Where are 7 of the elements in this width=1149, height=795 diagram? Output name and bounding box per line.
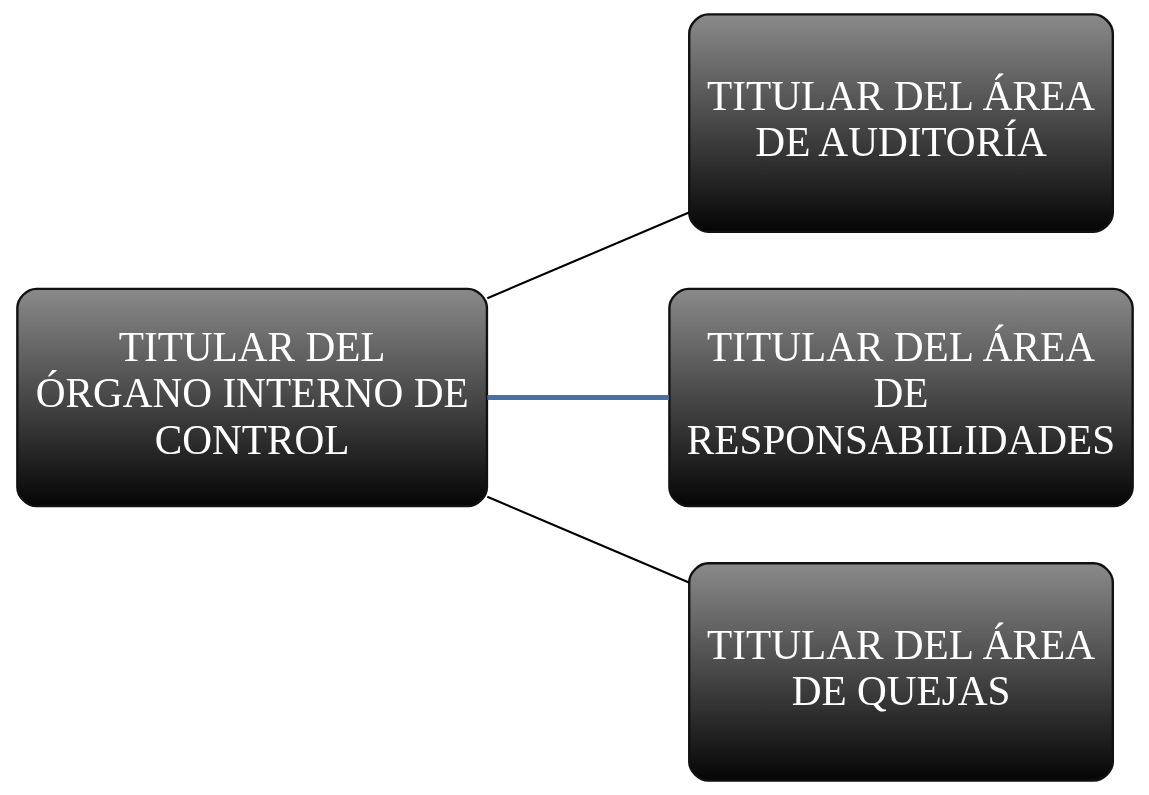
node-box: TITULAR DEL ÁREA DE RESPONSABILIDADES — [667, 287, 1134, 508]
node-box: TITULAR DEL ÁREA DE QUEJAS — [687, 562, 1114, 782]
node-box: TITULAR DEL ÁREA DE AUDITORÍA — [687, 13, 1114, 233]
node-box: TITULAR DEL ÓRGANO INTERNO DE CONTROL — [15, 287, 488, 508]
connector — [486, 495, 689, 584]
connector — [486, 211, 689, 300]
connector — [486, 395, 669, 400]
